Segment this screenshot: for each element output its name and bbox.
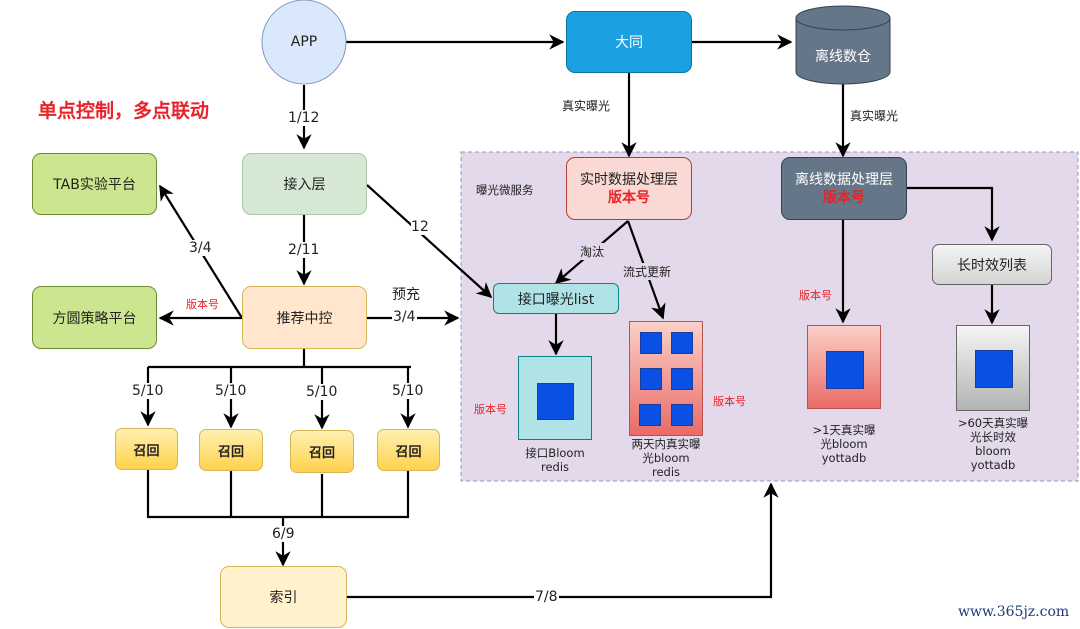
fangyuan-platform-label: 方圆策略平台 xyxy=(52,310,137,327)
edge-label-recall-1: 5/10 xyxy=(132,383,164,399)
tab-platform-label: TAB实验平台 xyxy=(53,177,136,193)
access-layer-node[interactable]: 接入层 xyxy=(242,153,367,215)
realtime-layer-title: 实时数据处理层 xyxy=(580,171,678,188)
bloom-block-icon xyxy=(640,332,662,354)
caption-line: bloom xyxy=(975,444,1011,458)
caption-line: >1天真实曝 xyxy=(812,423,876,437)
edge-label-prefill-title: 预充 xyxy=(392,287,420,303)
long-term-list-label: 长时效列表 xyxy=(957,257,1027,274)
recall-node[interactable]: 召回 xyxy=(199,429,263,471)
caption-line: 光bloom xyxy=(820,437,868,451)
edge-label-recall-index: 6/9 xyxy=(272,526,295,542)
api-exposure-list-label: 接口曝光list xyxy=(517,291,595,308)
one-day-bloom-version: 版本号 xyxy=(799,289,832,302)
recall-label: 召回 xyxy=(217,444,244,460)
bloom-block-icon xyxy=(671,368,693,390)
edge-index-service xyxy=(347,482,779,599)
bloom-block-icon xyxy=(671,404,693,426)
realtime-layer-node[interactable]: 实时数据处理层 版本号 xyxy=(566,157,692,220)
bloom-block-icon xyxy=(671,332,693,354)
one-day-bloom-caption: >1天真实曝 光bloom yottadb xyxy=(794,423,894,465)
api-bloom-caption: 接口Bloom redis xyxy=(505,446,605,474)
access-layer-label: 接入层 xyxy=(283,177,326,193)
datong-node-label: 大同 xyxy=(615,35,643,51)
index-label: 索引 xyxy=(269,590,298,606)
edge-recall-merge xyxy=(146,470,410,519)
page-title: 单点控制，多点联动 xyxy=(38,100,210,122)
offline-layer-version: 版本号 xyxy=(823,189,865,206)
recall-label: 召回 xyxy=(308,446,335,461)
caption-line: redis xyxy=(651,465,681,479)
recall-node[interactable]: 召回 xyxy=(290,430,354,473)
edge-label-warehouse-real: 真实曝光 xyxy=(850,109,899,123)
edge-label-recall-3: 5/10 xyxy=(306,384,338,400)
bloom-block-icon xyxy=(640,368,662,390)
edge-control-trunk xyxy=(148,348,411,369)
edge-label-control-tab: 3/4 xyxy=(189,240,212,256)
datong-node[interactable]: 大同 xyxy=(566,11,692,73)
recall-node[interactable]: 召回 xyxy=(115,428,178,470)
edge-offline-long xyxy=(907,186,1000,242)
recall-label: 召回 xyxy=(133,443,160,459)
caption-line: yottadb xyxy=(821,451,867,465)
tab-platform-node[interactable]: TAB实验平台 xyxy=(32,153,157,215)
caption-line: redis xyxy=(540,460,570,474)
sixty-day-bloom-store[interactable] xyxy=(956,325,1030,411)
edge-label-index-service: 7/8 xyxy=(534,589,559,605)
realtime-layer-version: 版本号 xyxy=(608,189,650,206)
caption-line: 两天内真实曝 xyxy=(631,437,701,451)
edge-label-prefill-value: 3/4 xyxy=(392,309,417,325)
caption-line: >60天真实曝 xyxy=(957,416,1029,430)
bloom-block-icon xyxy=(826,351,864,389)
app-node-label: APP xyxy=(290,34,318,50)
edge-label-recall-4: 5/10 xyxy=(392,383,424,399)
edge-label-control-fangyuan: 版本号 xyxy=(186,298,219,311)
two-day-bloom-store[interactable] xyxy=(629,321,703,436)
edge-label-access-list: 12 xyxy=(411,219,429,235)
edge-access-list xyxy=(366,184,493,299)
offline-layer-title: 离线数据处理层 xyxy=(795,171,893,188)
edge-label-app-access: 1/12 xyxy=(288,110,320,126)
two-day-bloom-version: 版本号 xyxy=(713,395,746,408)
bloom-block-icon xyxy=(537,383,574,420)
sixty-day-bloom-caption: >60天真实曝 光长时效 bloom yottadb xyxy=(943,416,1043,472)
caption-line: yottadb xyxy=(970,458,1016,472)
watermark: www.365jz.com xyxy=(958,604,1070,620)
edge-label-recall-2: 5/10 xyxy=(215,383,247,399)
fangyuan-platform-node[interactable]: 方圆策略平台 xyxy=(32,286,157,349)
rec-control-label: 推荐中控 xyxy=(276,310,333,327)
offline-warehouse-label: 离线数仓 xyxy=(815,49,871,65)
edge-label-access-control: 2/11 xyxy=(288,242,320,258)
rec-control-node[interactable]: 推荐中控 xyxy=(242,286,367,349)
app-node-shape xyxy=(261,0,347,85)
offline-warehouse-node[interactable]: 离线数仓 xyxy=(796,30,890,82)
index-node[interactable]: 索引 xyxy=(220,566,347,628)
edge-label-stream-update: 流式更新 xyxy=(623,263,672,280)
recall-node[interactable]: 召回 xyxy=(377,429,440,471)
bloom-block-icon xyxy=(975,350,1013,388)
recall-label: 召回 xyxy=(395,444,422,460)
caption-line: 接口Bloom xyxy=(525,446,585,460)
one-day-bloom-store[interactable] xyxy=(807,325,881,409)
offline-warehouse-shape xyxy=(795,5,891,85)
app-node[interactable]: APP xyxy=(262,0,346,84)
microservice-label: 曝光微服务 xyxy=(476,183,534,197)
edge-label-eliminate: 淘汰 xyxy=(580,243,605,260)
edge-label-datong-real: 真实曝光 xyxy=(562,99,611,113)
api-bloom-version: 版本号 xyxy=(474,403,507,416)
bloom-block-icon xyxy=(639,404,661,426)
api-bloom-store[interactable] xyxy=(518,356,592,440)
offline-layer-node[interactable]: 离线数据处理层 版本号 xyxy=(781,157,907,220)
caption-line: 光bloom xyxy=(642,451,690,465)
api-exposure-list-node[interactable]: 接口曝光list xyxy=(493,283,619,314)
two-day-bloom-caption: 两天内真实曝 光bloom redis xyxy=(616,437,716,479)
caption-line: 光长时效 xyxy=(970,430,1016,444)
long-term-list-node[interactable]: 长时效列表 xyxy=(932,244,1052,285)
